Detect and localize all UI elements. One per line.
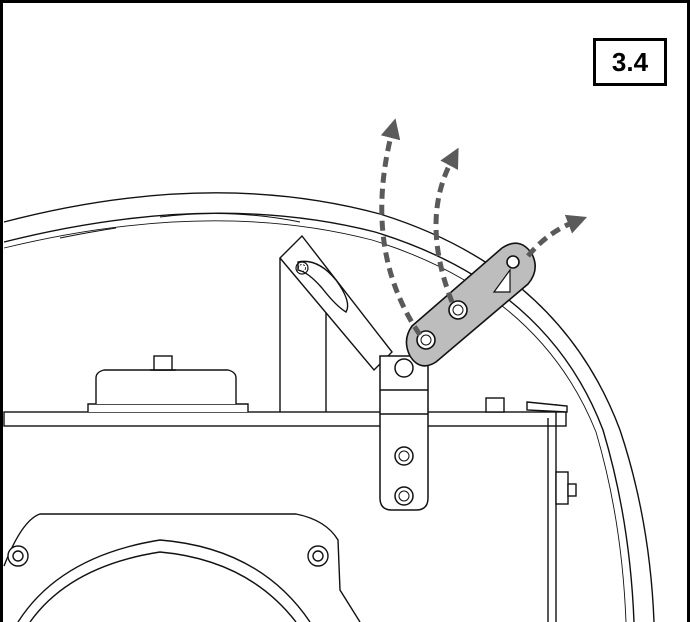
motor-housing <box>3 513 361 622</box>
rotate-out-arrow-icon <box>526 214 588 258</box>
motor-top-plate <box>3 355 567 427</box>
rotate-up-arrow-icon <box>433 147 459 303</box>
support-rod <box>279 234 393 412</box>
rotation-arrows <box>379 118 588 337</box>
rotate-up-arrow-icon <box>379 118 423 337</box>
vertical-strap <box>379 355 429 511</box>
step-number-badge: 3.4 <box>593 38 667 86</box>
side-panel <box>526 401 577 622</box>
angled-bracket <box>405 242 536 367</box>
